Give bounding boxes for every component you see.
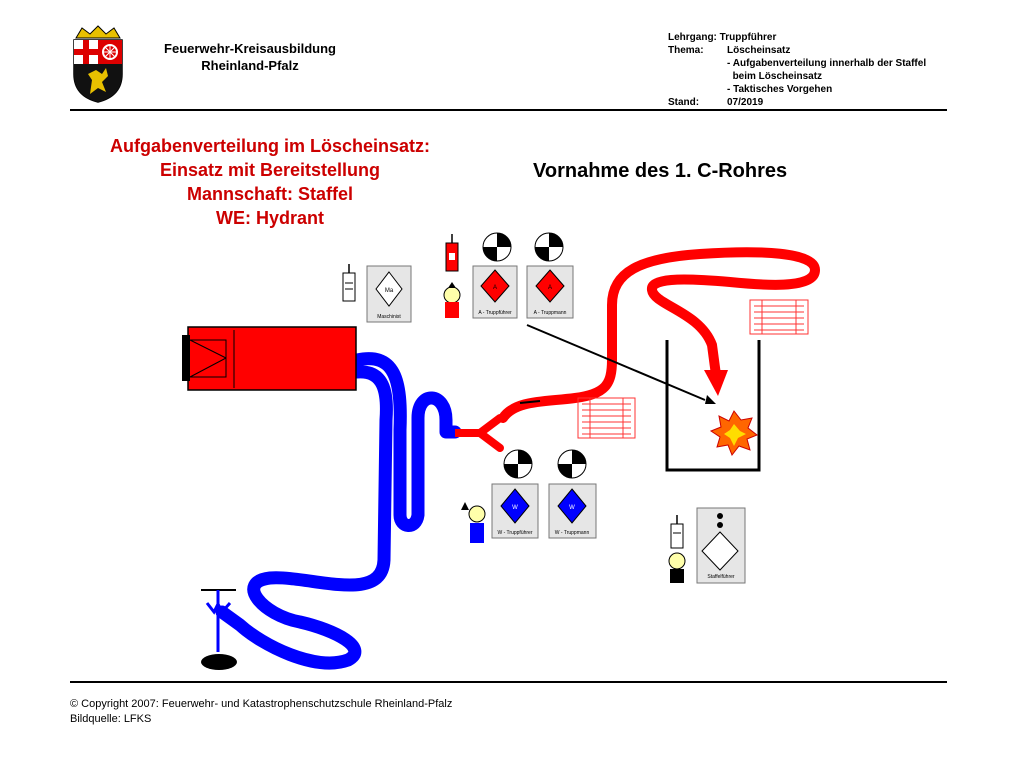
staffelfuehrer-radio-icon — [670, 515, 684, 549]
supply-hose — [215, 352, 462, 670]
w-trupp-person-icon — [461, 502, 486, 543]
header-divider — [70, 109, 947, 111]
command-line — [526, 324, 706, 401]
attack-hose — [498, 247, 820, 423]
maschinist-radio-icon — [342, 264, 356, 302]
stand-label: Stand: — [668, 97, 700, 108]
fire-engine — [182, 326, 357, 391]
a-truppfuehrer-label: A - Truppführer — [478, 310, 512, 316]
a-trupp-radio-icon — [445, 234, 459, 272]
state-coat-of-arms — [68, 24, 128, 104]
w-truppfuehrer-label: W - Truppführer — [497, 530, 532, 536]
thema-item-1: - Aufgabenverteilung innerhalb der Staff… — [727, 58, 927, 69]
spare-hose-roll-1 — [577, 397, 636, 439]
a-truppmann-card: A A - Truppmann — [526, 232, 574, 319]
image-source-text: Bildquelle: LFKS — [70, 713, 152, 725]
a-truppfuehrer-card: A A - Truppführer — [472, 232, 518, 319]
thema-item-2: - Taktisches Vorgehen — [727, 84, 833, 95]
lehrgang-value: Truppführer — [719, 32, 777, 43]
staffelfuehrer-card: Staffelführer — [696, 507, 746, 584]
lehrgang-label: Lehrgang: — [668, 32, 717, 43]
course-info: Lehrgang: Truppführer Thema: Löscheinsatz… — [668, 31, 926, 109]
stand-value: 07/2019 — [727, 97, 764, 108]
footer-divider — [70, 681, 947, 683]
flow-direction-arrow — [519, 400, 541, 404]
distributor — [455, 414, 504, 452]
copyright-text: © Copyright 2007: Feuerwehr- und Katastr… — [70, 698, 453, 710]
w-truppfuehrer-code: W — [512, 505, 518, 511]
footer: © Copyright 2007: Feuerwehr- und Katastr… — [70, 697, 452, 727]
a-truppmann-label: A - Truppmann — [534, 310, 567, 316]
building — [665, 340, 761, 472]
slide-subtitle: Vornahme des 1. C-Rohres — [533, 160, 788, 182]
slide-title: Aufgabenverteilung im Löscheinsatz: Eins… — [70, 134, 470, 230]
w-truppfuehrer-card: W W - Truppführer — [491, 449, 539, 539]
a-trupp-person-icon — [443, 282, 461, 318]
title-line-2: Einsatz mit Bereitstellung — [159, 160, 381, 180]
w-truppmann-code: W — [569, 505, 575, 511]
maschinist-code: Ma — [385, 288, 394, 294]
maschinist-card: Ma Maschinist — [366, 265, 412, 323]
maschinist-label: Maschinist — [377, 314, 401, 320]
staffelfuehrer-label: Staffelführer — [707, 574, 734, 580]
staffelfuehrer-person-icon — [668, 552, 686, 583]
w-truppmann-label: W - Truppmann — [555, 530, 590, 536]
organization-line-2: Rheinland-Pfalz — [201, 58, 299, 73]
title-line-3: Mannschaft: Staffel — [186, 184, 354, 204]
nozzle-arrow — [704, 370, 728, 396]
spare-hose-roll-2 — [749, 299, 809, 335]
hydrant — [201, 589, 237, 670]
organization-line-1: Feuerwehr-Kreisausbildung — [164, 41, 336, 56]
w-truppmann-card: W W - Truppmann — [548, 449, 597, 539]
title-line-1: Aufgabenverteilung im Löscheinsatz: — [109, 136, 431, 156]
a-truppmann-code: A — [548, 285, 552, 291]
thema-label: Thema: — [668, 45, 704, 56]
command-arrowhead — [705, 395, 716, 404]
title-line-4: WE: Hydrant — [216, 208, 324, 228]
thema-item-1b: beim Löscheinsatz — [732, 71, 823, 82]
a-truppfuehrer-code: A — [493, 285, 497, 291]
thema-value: Löscheinsatz — [727, 45, 791, 56]
organization-name: Feuerwehr-Kreisausbildung Rheinland-Pfal… — [140, 40, 360, 74]
